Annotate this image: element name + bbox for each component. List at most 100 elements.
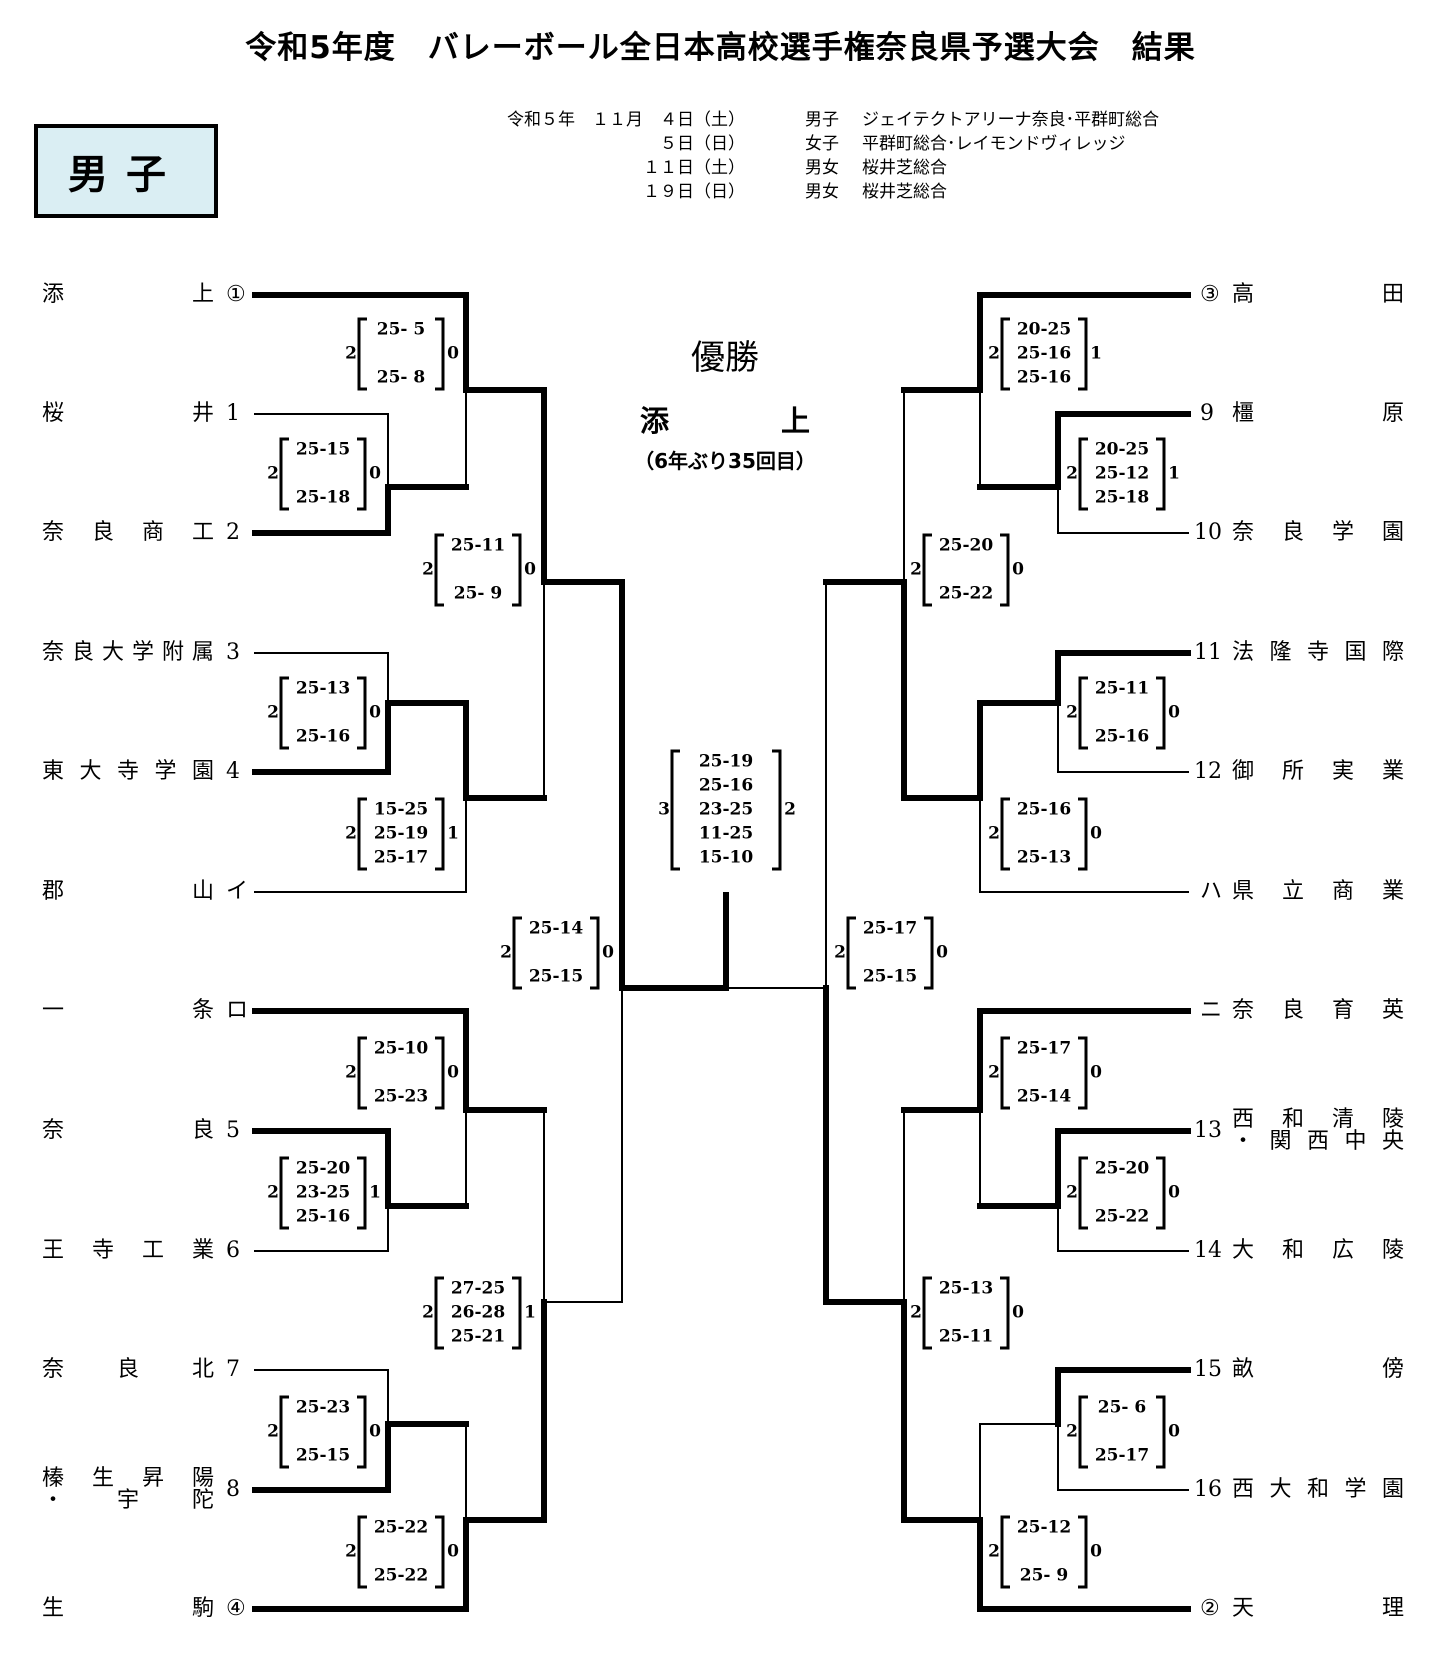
- team-right-8: 西和清陵・関西中央 13: [0, 1109, 1441, 1153]
- sets-lost: 0: [369, 1422, 381, 1442]
- score-bracket: [512, 916, 600, 990]
- set-score: 25-15: [863, 967, 917, 987]
- sets-lost: 0: [1090, 1542, 1102, 1562]
- sets-won: 2: [500, 943, 512, 963]
- sets-lost: 0: [447, 1542, 459, 1562]
- team-name-line: 榛生昇陽: [42, 1466, 214, 1491]
- sets-lost: 2: [784, 800, 796, 820]
- team-name: 奈良: [42, 1118, 214, 1143]
- set-score: 25-23: [374, 1087, 428, 1107]
- set-score: 25- 9: [454, 584, 502, 604]
- sets-won: 2: [345, 824, 357, 844]
- schedule-date: ５日（日）: [660, 134, 745, 154]
- team-name: 畝傍: [1232, 1357, 1404, 1382]
- sets-won: 2: [345, 1542, 357, 1562]
- team-seed: ③: [1200, 282, 1220, 307]
- team-left-10: 奈良北 7: [0, 1355, 1441, 1385]
- team-name-line: 西和清陵: [1232, 1107, 1404, 1132]
- champion-team-char: 上: [780, 404, 810, 438]
- team-name: 添上: [42, 282, 214, 307]
- team-name: 奈良北: [42, 1357, 214, 1382]
- score-bracket: [1078, 437, 1166, 511]
- score-bracket: [846, 916, 934, 990]
- set-score: 25-15: [529, 967, 583, 987]
- set-score: 25-11: [451, 536, 505, 556]
- sets-lost: 0: [1168, 703, 1180, 723]
- sets-lost: 1: [1090, 344, 1102, 364]
- team-name: 大和広陵: [1232, 1238, 1404, 1263]
- sets-won: 2: [345, 344, 357, 364]
- sets-lost: 0: [524, 560, 536, 580]
- team-seed: 13: [1194, 1118, 1222, 1143]
- set-score: 25-17: [1017, 1039, 1071, 1059]
- set-score: 25- 6: [1098, 1398, 1146, 1418]
- team-right-6: 県立商業ハ: [0, 877, 1441, 907]
- sets-lost: 0: [1090, 1063, 1102, 1083]
- schedule-date: １９日（日）: [643, 182, 745, 202]
- team-seed: 11: [1194, 640, 1222, 665]
- set-score: 25-14: [1017, 1087, 1072, 1107]
- team-left-6: 郡山イ: [0, 877, 1441, 907]
- team-seed: ハ: [1200, 879, 1223, 904]
- set-score: 25-14: [529, 919, 584, 939]
- team-name: 奈良大学附属: [42, 640, 214, 665]
- sets-won: 2: [988, 1542, 1000, 1562]
- score-bracket: [434, 1276, 522, 1350]
- set-score: 25-13: [1017, 848, 1071, 868]
- schedule-gender: 男子: [805, 110, 839, 130]
- team-name: 榛生昇陽・宇陀: [42, 1468, 214, 1512]
- team-seed: 7: [226, 1357, 240, 1382]
- champion-note: （6年ぶり35回目）: [634, 449, 816, 473]
- team-seed: 3: [226, 640, 240, 665]
- team-name: 県立商業: [1232, 879, 1404, 904]
- score-bracket: [1078, 1395, 1166, 1469]
- set-score: 25-17: [863, 919, 917, 939]
- score-bracket: [357, 797, 445, 871]
- set-score: 25-15: [296, 440, 350, 460]
- team-seed: 6: [226, 1238, 240, 1263]
- team-name: 天理: [1232, 1596, 1404, 1621]
- schedule-date: 令和５年 １１月 ４日（土）: [507, 110, 745, 130]
- schedule-venue: 平群町総合･レイモンドヴィレッジ: [862, 134, 1126, 154]
- team-name: 郡山: [42, 879, 214, 904]
- sets-won: 2: [422, 1303, 434, 1323]
- team-seed: 4: [226, 759, 240, 784]
- set-score: 25-17: [1095, 1446, 1149, 1466]
- sets-lost: 0: [447, 344, 459, 364]
- schedule-date: １１日（土）: [643, 158, 745, 178]
- champion-label: 優勝: [691, 338, 759, 378]
- set-score: 25-20: [296, 1159, 351, 1179]
- team-name: 奈良学園: [1232, 520, 1404, 545]
- set-score: 25-16: [296, 1207, 350, 1227]
- team-seed: 16: [1194, 1477, 1222, 1502]
- sets-won: 2: [910, 1303, 922, 1323]
- set-score: 15-25: [374, 800, 428, 820]
- set-score: 25- 5: [377, 320, 425, 340]
- team-seed: 8: [226, 1477, 240, 1502]
- sets-lost: 0: [602, 943, 614, 963]
- team-name: 西和清陵・関西中央: [1232, 1109, 1404, 1153]
- team-seed: 1: [226, 401, 240, 426]
- sets-won: 3: [658, 800, 670, 820]
- set-score: 20-25: [1017, 320, 1071, 340]
- champion-team: 添上: [640, 398, 810, 440]
- set-score: 25-22: [939, 584, 993, 604]
- score-bracket: [434, 533, 522, 607]
- team-seed: ④: [226, 1596, 246, 1621]
- set-score: 25-10: [374, 1039, 429, 1059]
- score-bracket: [1078, 1156, 1166, 1230]
- set-score: 25-17: [374, 848, 428, 868]
- set-score: 25-21: [451, 1327, 505, 1347]
- set-score: 20-25: [1095, 440, 1149, 460]
- set-score: 25-12: [1017, 1518, 1071, 1538]
